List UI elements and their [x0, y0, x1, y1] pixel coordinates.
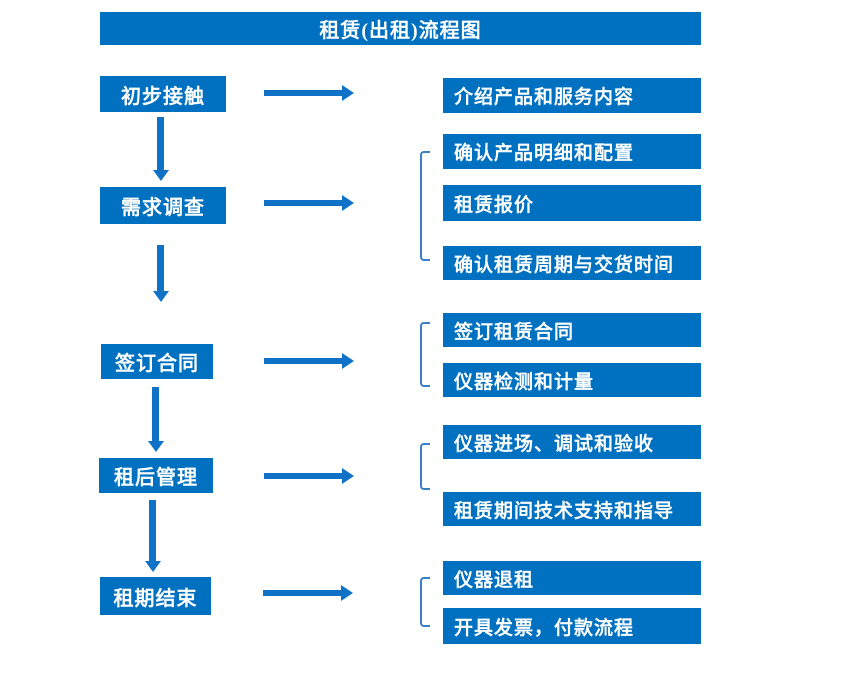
group-bracket-2	[420, 151, 430, 261]
right-arrow-2	[264, 200, 342, 206]
stage-box-rental-end: 租期结束	[100, 577, 211, 615]
output-box: 仪器检测和计量	[443, 363, 701, 397]
group-bracket-4	[420, 443, 430, 490]
stage-box-demand-survey: 需求调查	[100, 187, 226, 224]
stage-box-initial-contact: 初步接触	[100, 76, 226, 112]
output-box: 租赁期间技术支持和指导	[443, 492, 701, 526]
right-arrow-3	[264, 358, 342, 364]
down-arrow-3	[152, 387, 159, 441]
right-arrow-4	[264, 473, 342, 479]
stage-box-sign-contract: 签订合同	[101, 344, 213, 379]
output-box: 开具发票，付款流程	[443, 608, 701, 644]
down-arrow-2	[157, 245, 164, 291]
down-arrow-1	[157, 117, 164, 170]
group-bracket-3	[420, 322, 430, 387]
right-arrow-5	[263, 590, 341, 596]
output-box: 仪器退租	[443, 561, 701, 595]
diagram-title: 租赁(出租)流程图	[100, 12, 701, 45]
output-box: 仪器进场、调试和验收	[443, 425, 701, 459]
output-box: 租赁报价	[443, 185, 701, 221]
output-box: 确认产品明细和配置	[443, 134, 701, 169]
output-box: 介绍产品和服务内容	[443, 78, 701, 113]
right-arrow-1	[264, 90, 342, 96]
output-box: 签订租赁合同	[443, 313, 701, 347]
output-box: 确认租赁周期与交货时间	[443, 246, 701, 280]
stage-box-post-rental-management: 租后管理	[99, 458, 213, 493]
group-bracket-5	[420, 577, 430, 627]
down-arrow-4	[149, 500, 156, 561]
